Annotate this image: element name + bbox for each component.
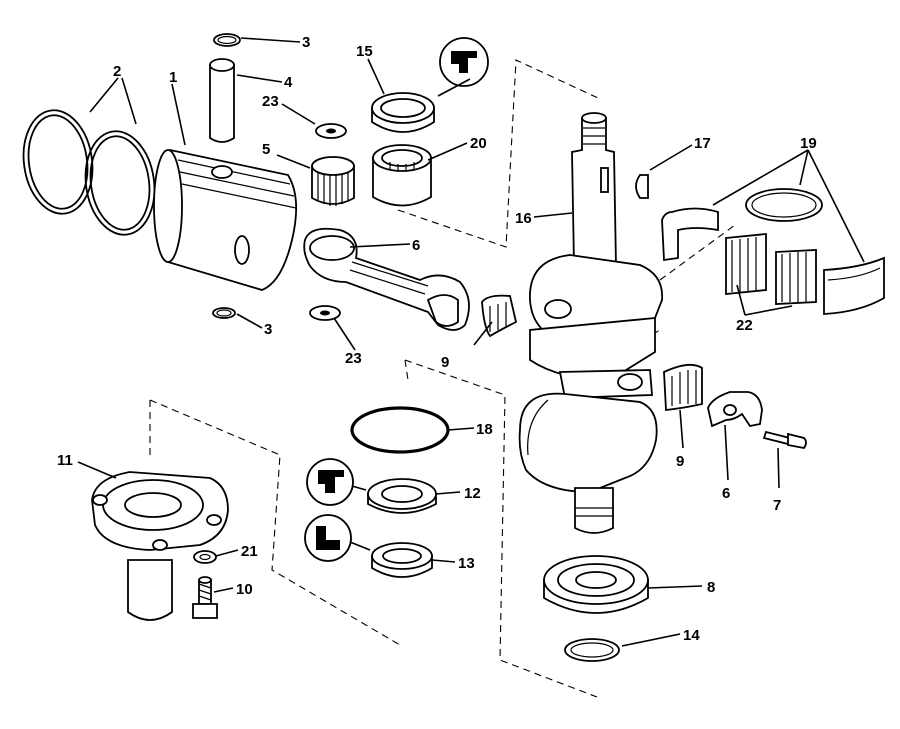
callout-3-top: 3 <box>302 34 310 51</box>
retaining-ring <box>564 638 620 662</box>
callout-11: 11 <box>57 452 73 469</box>
needle-bearing-cage-lower <box>663 363 703 411</box>
callout-20: 20 <box>470 135 487 152</box>
callout-leader-lines <box>77 37 865 647</box>
lock-washer <box>193 550 217 564</box>
callout-9-upper: 9 <box>441 354 449 371</box>
callout-2: 2 <box>113 63 121 80</box>
callout-15: 15 <box>356 43 373 60</box>
callout-labels: 2 1 3 4 23 5 6 3 23 15 20 16 17 19 22 9 … <box>57 34 817 644</box>
seal-profile-icon-lower <box>304 514 352 562</box>
callout-23-bottom: 23 <box>345 350 362 367</box>
callout-5: 5 <box>262 141 270 158</box>
piston-rings <box>22 109 156 236</box>
seal-profile-icon-middle <box>306 458 354 506</box>
callout-3-bottom: 3 <box>264 321 272 338</box>
thrust-washers <box>309 123 347 321</box>
callout-7: 7 <box>773 497 781 514</box>
woodruff-key <box>635 174 649 199</box>
callout-6-cap: 6 <box>722 485 730 502</box>
crankcase-seal-upper <box>371 92 435 133</box>
callout-9-lower: 9 <box>676 453 684 470</box>
callout-8: 8 <box>707 579 715 596</box>
crankcase-seal-middle <box>367 478 437 514</box>
main-bearing-set <box>661 188 885 315</box>
callout-12: 12 <box>464 485 481 502</box>
roller-bearing-upper <box>372 144 432 207</box>
piston-pin <box>209 58 235 143</box>
o-ring <box>350 406 450 454</box>
needle-bearing-cage-upper <box>481 294 518 338</box>
piston <box>153 149 298 291</box>
crankcase-seal-lower <box>371 542 433 578</box>
callout-10: 10 <box>236 581 253 598</box>
callout-6-rod: 6 <box>412 237 420 254</box>
rod-cap-screw <box>762 430 807 449</box>
callout-16: 16 <box>515 210 532 227</box>
callout-18: 18 <box>476 421 493 438</box>
callout-23-top: 23 <box>262 93 279 110</box>
callout-13: 13 <box>458 555 475 572</box>
seal-profile-icon-upper <box>439 37 489 87</box>
connecting-rod-cap <box>707 391 763 428</box>
crankshaft <box>518 112 663 534</box>
cage-needle-bearing-halves <box>725 233 817 305</box>
lower-bearing-housing <box>91 471 229 621</box>
piston-pin-clips <box>212 33 241 319</box>
callout-14: 14 <box>683 627 700 644</box>
connecting-rod <box>303 227 470 331</box>
callout-19: 19 <box>800 135 817 152</box>
housing-screw <box>192 576 218 619</box>
lower-ball-bearing <box>543 555 649 614</box>
needle-bearing-small-end <box>311 156 355 206</box>
callout-22: 22 <box>736 317 753 334</box>
callout-21: 21 <box>241 543 258 560</box>
callout-4: 4 <box>284 74 293 91</box>
callout-17: 17 <box>694 135 711 152</box>
callout-1: 1 <box>169 69 177 86</box>
